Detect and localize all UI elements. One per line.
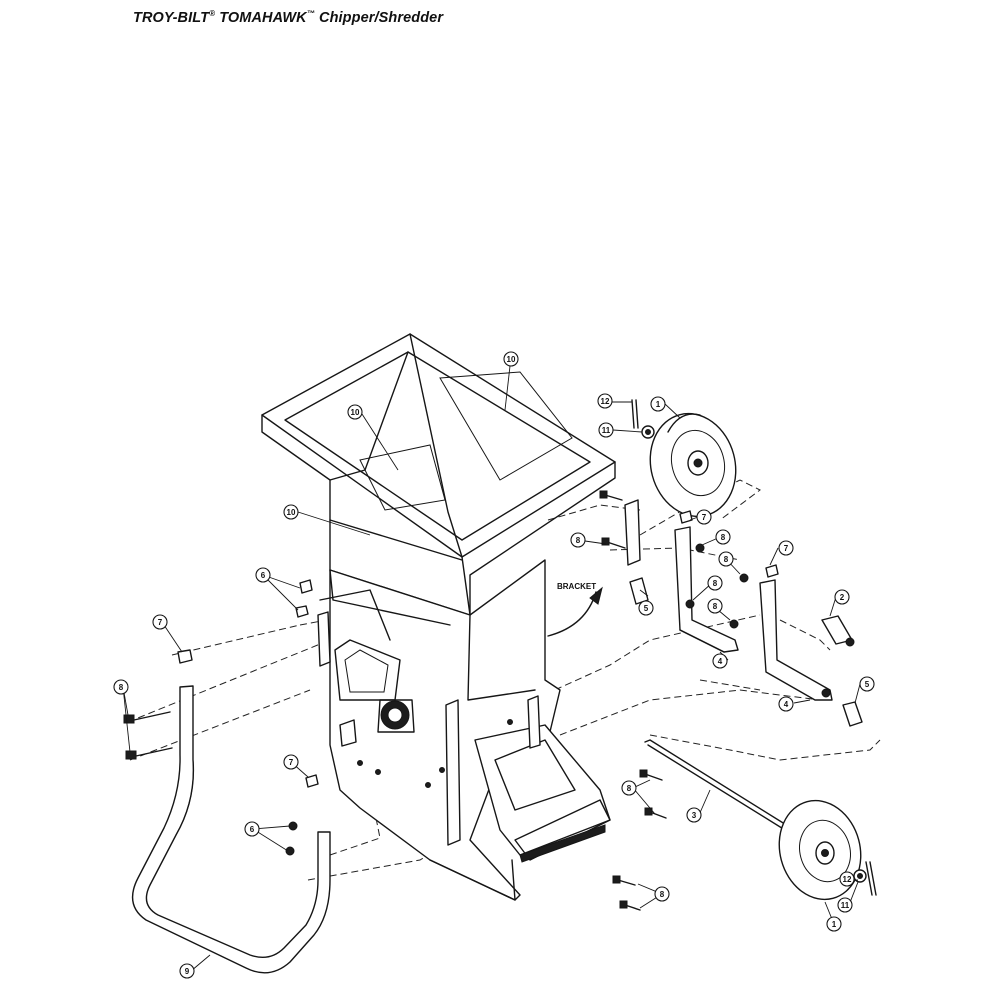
callout-11-washer-top: 11: [598, 422, 614, 438]
svg-text:5: 5: [865, 680, 870, 689]
fasteners-left: [123, 579, 319, 856]
wheel-brackets: [624, 499, 833, 701]
svg-text:7: 7: [702, 513, 707, 522]
brand-name: TROY-BILT: [133, 9, 210, 26]
spacers-bushings: [629, 577, 863, 727]
callout-8-right-d: 8: [707, 575, 723, 591]
callout-6-left-top: 6: [255, 567, 271, 583]
svg-text:7: 7: [289, 758, 294, 767]
callout-1-wheel-top: 1: [650, 396, 666, 412]
svg-text:12: 12: [601, 397, 610, 406]
svg-text:6: 6: [250, 825, 255, 834]
callout-7-right-a: 7: [696, 509, 712, 525]
product-name: Chipper/Shredder: [319, 9, 444, 26]
callout-10-hopper-left: 10: [347, 404, 363, 420]
bracket-callout: BRACKET: [547, 582, 603, 637]
svg-text:3: 3: [692, 811, 697, 820]
callout-2-bushing: 2: [834, 589, 850, 605]
hopper: [261, 333, 616, 616]
svg-text:4: 4: [784, 700, 789, 709]
callout-3-axle: 3: [686, 807, 702, 823]
svg-text:7: 7: [158, 618, 163, 627]
callout-8-right-c: 8: [718, 551, 734, 567]
callout-4-bracket-left: 4: [712, 653, 728, 669]
callout-11-washer-bottom: 11: [837, 897, 853, 913]
page-title: TROY-BILT® TOMAHAWK™ Chipper/Shredder: [133, 9, 443, 26]
callout-8-right-a: 8: [570, 532, 586, 548]
callout-8-bottom: 8: [654, 886, 670, 902]
svg-text:10: 10: [507, 355, 516, 364]
bracket-label: BRACKET: [557, 582, 596, 591]
callout-10-hopper-right: 10: [503, 351, 519, 367]
callout-7-left-bottom: 7: [283, 754, 299, 770]
callout-5-spacer-left: 5: [638, 600, 654, 616]
axle: [644, 739, 789, 831]
svg-text:1: 1: [656, 400, 661, 409]
callout-10-hopper-side: 10: [283, 504, 299, 520]
svg-text:8: 8: [119, 683, 124, 692]
callout-6-left-bottom: 6: [244, 821, 260, 837]
callout-8-right-b: 8: [715, 529, 731, 545]
svg-text:8: 8: [713, 579, 718, 588]
callout-12-cotter-bottom: 12: [839, 871, 855, 887]
svg-text:5: 5: [644, 604, 649, 613]
callout-4-bracket-right: 4: [778, 696, 794, 712]
callout-9-handle: 9: [179, 963, 195, 979]
svg-text:8: 8: [724, 555, 729, 564]
chipper-body: [319, 559, 611, 901]
svg-text:8: 8: [576, 536, 581, 545]
wheel-bottom: [778, 799, 862, 901]
svg-text:2: 2: [840, 593, 845, 602]
callout-7-left-top: 7: [152, 614, 168, 630]
svg-text:4: 4: [718, 657, 723, 666]
svg-text:10: 10: [351, 408, 360, 417]
svg-text:9: 9: [185, 967, 190, 976]
model-name: TOMAHAWK: [219, 9, 307, 26]
callout-1-wheel-bottom: 1: [826, 916, 842, 932]
svg-text:8: 8: [627, 784, 632, 793]
wheel-top: [649, 412, 737, 518]
svg-text:11: 11: [602, 426, 611, 435]
svg-text:1: 1: [832, 920, 837, 929]
handle: [131, 685, 331, 974]
svg-text:8: 8: [721, 533, 726, 542]
fasteners-right: [599, 490, 779, 911]
trademark-mark: ™: [306, 9, 315, 18]
callout-8-front: 8: [621, 780, 637, 796]
callout-8-left: 8: [113, 679, 129, 695]
svg-text:11: 11: [841, 901, 850, 910]
svg-text:7: 7: [784, 544, 789, 553]
svg-text:6: 6: [261, 571, 266, 580]
svg-text:8: 8: [713, 602, 718, 611]
callout-7-right-b: 7: [778, 540, 794, 556]
registered-mark: ®: [209, 9, 216, 18]
body-side-brackets: [317, 611, 541, 846]
callout-12-cotter-top: 12: [597, 393, 613, 409]
svg-text:10: 10: [287, 508, 296, 517]
callout-5-spacer-right: 5: [859, 676, 875, 692]
pins-washers: [631, 399, 877, 896]
callout-8-right-e: 8: [707, 598, 723, 614]
svg-text:12: 12: [843, 875, 852, 884]
svg-text:8: 8: [660, 890, 665, 899]
